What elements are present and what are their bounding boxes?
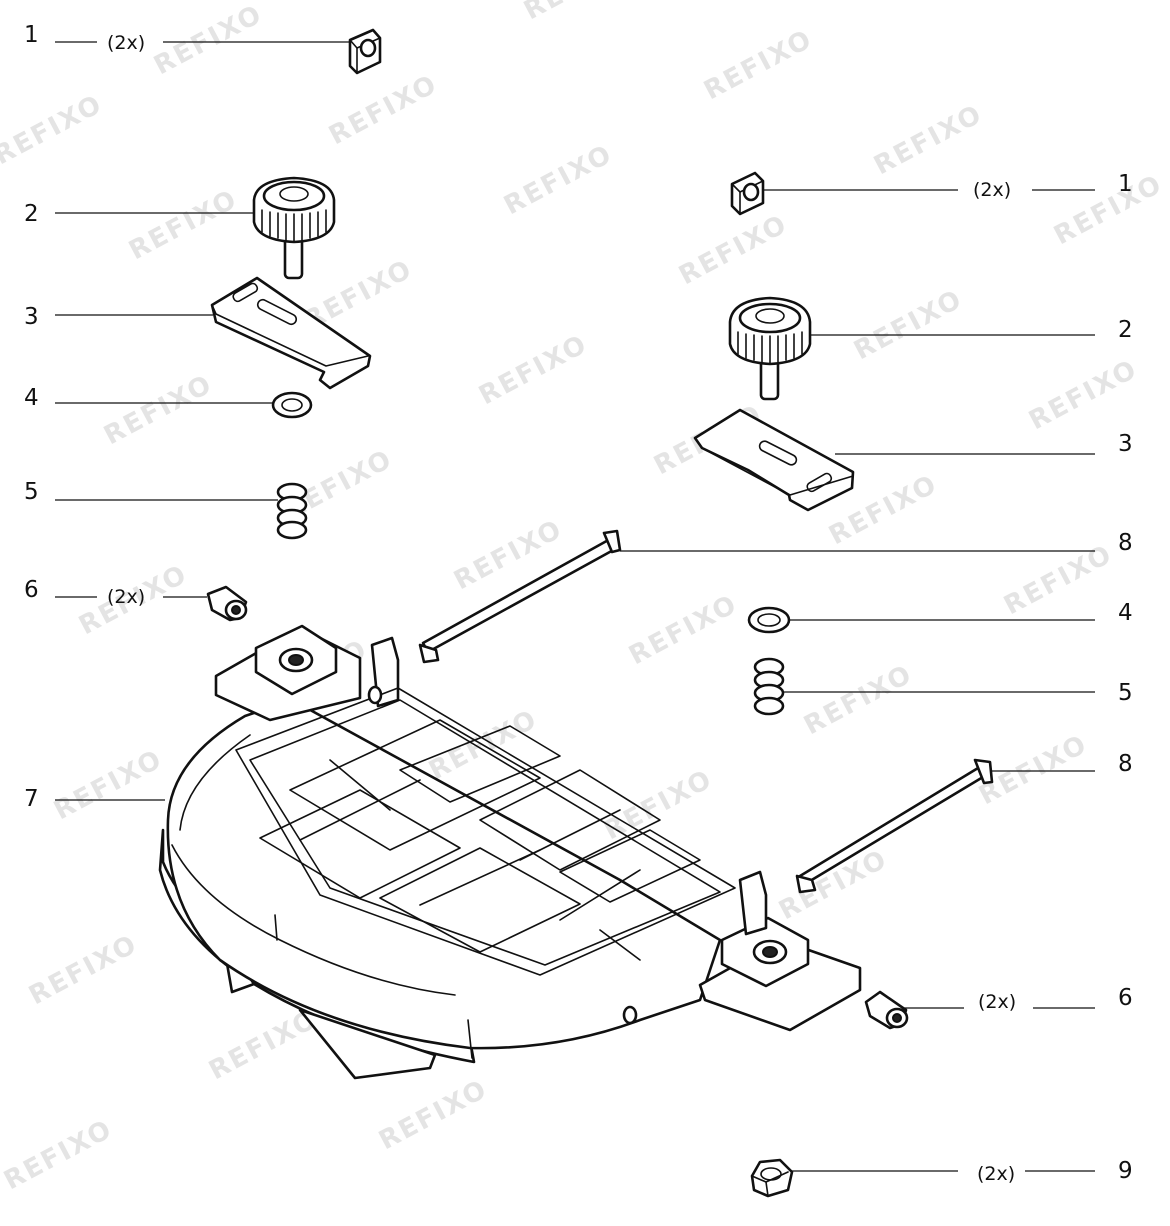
hex-nut-icon <box>750 1158 794 1198</box>
watermark-text: REFIXO <box>99 369 218 451</box>
callout-5-left-number: 5 <box>24 479 39 505</box>
sleeve-left-icon <box>206 585 248 622</box>
watermark-text: REFIXO <box>599 764 718 846</box>
watermark-text: REFIXO <box>869 99 988 181</box>
watermark-text: REFIXO <box>1024 354 1143 436</box>
clamp-plate-right-icon <box>693 408 855 512</box>
watermark-text: REFIXO <box>519 0 638 26</box>
watermark-text: REFIXO <box>124 184 243 266</box>
watermark-text: REFIXO <box>674 209 793 291</box>
callout-2-left-number: 2 <box>24 201 39 227</box>
spring-left-icon <box>276 482 308 540</box>
callout-8-upper-number: 8 <box>1118 530 1133 556</box>
callout-4-left-number: 4 <box>24 385 39 411</box>
callout-1-left-qty: (2x) <box>107 32 145 54</box>
callout-1-right-number: 1 <box>1118 171 1133 197</box>
callout-3-right-number: 3 <box>1118 431 1133 457</box>
callout-6-left-number: 6 <box>24 577 39 603</box>
knurled-knob-left-icon <box>252 176 336 280</box>
callout-2-right-number: 2 <box>1118 317 1133 343</box>
callout-9-number: 9 <box>1118 1158 1133 1184</box>
callout-4-right-number: 4 <box>1118 600 1133 626</box>
callout-5-right-number: 5 <box>1118 680 1133 706</box>
callout-1-right-qty: (2x) <box>973 179 1011 201</box>
watermark-text: REFIXO <box>49 744 168 826</box>
watermark-text: REFIXO <box>474 329 593 411</box>
callout-9-qty: (2x) <box>977 1163 1015 1185</box>
watermark-text: REFIXO <box>699 24 818 106</box>
wire-bracket-upper-icon <box>418 529 622 664</box>
callout-6-right-qty: (2x) <box>978 991 1016 1013</box>
knurled-knob-right-icon <box>728 296 812 401</box>
watermark-text: REFIXO <box>499 139 618 221</box>
square-nut-left-icon <box>348 28 382 75</box>
washer-right-icon <box>747 606 791 634</box>
watermark-text: REFIXO <box>624 589 743 671</box>
callout-8-lower-number: 8 <box>1118 751 1133 777</box>
watermark-text: REFIXO <box>149 0 268 81</box>
leader-lines <box>55 41 1095 1172</box>
sleeve-right-icon <box>864 990 909 1030</box>
watermark-text: REFIXO <box>0 89 108 171</box>
watermark-text: REFIXO <box>799 659 918 741</box>
callout-3-left-number: 3 <box>24 304 39 330</box>
watermark-text: REFIXO <box>849 284 968 366</box>
callout-6-left-qty: (2x) <box>107 586 145 608</box>
wire-bracket-lower-icon <box>795 758 994 894</box>
clamp-plate-left-icon <box>210 276 372 390</box>
watermark-text: REFIXO <box>374 1074 493 1156</box>
callout-6-right-number: 6 <box>1118 985 1133 1011</box>
watermark-text: REFIXO <box>324 69 443 151</box>
watermark-text: REFIXO <box>0 1114 118 1196</box>
watermark-text: REFIXO <box>1049 169 1168 251</box>
callout-labels: 1 (2x) 2 3 4 5 6 (2x) 7 1 (2x) 2 3 8 4 5… <box>24 22 1133 1185</box>
watermark-text: REFIXO <box>24 929 143 1011</box>
washer-left-icon <box>271 391 313 419</box>
square-nut-right-icon <box>730 171 765 216</box>
spring-right-icon <box>753 657 785 716</box>
base-plate-housing-icon <box>158 624 862 1080</box>
callout-7-number: 7 <box>24 786 39 812</box>
callout-1-left-number: 1 <box>24 22 39 48</box>
